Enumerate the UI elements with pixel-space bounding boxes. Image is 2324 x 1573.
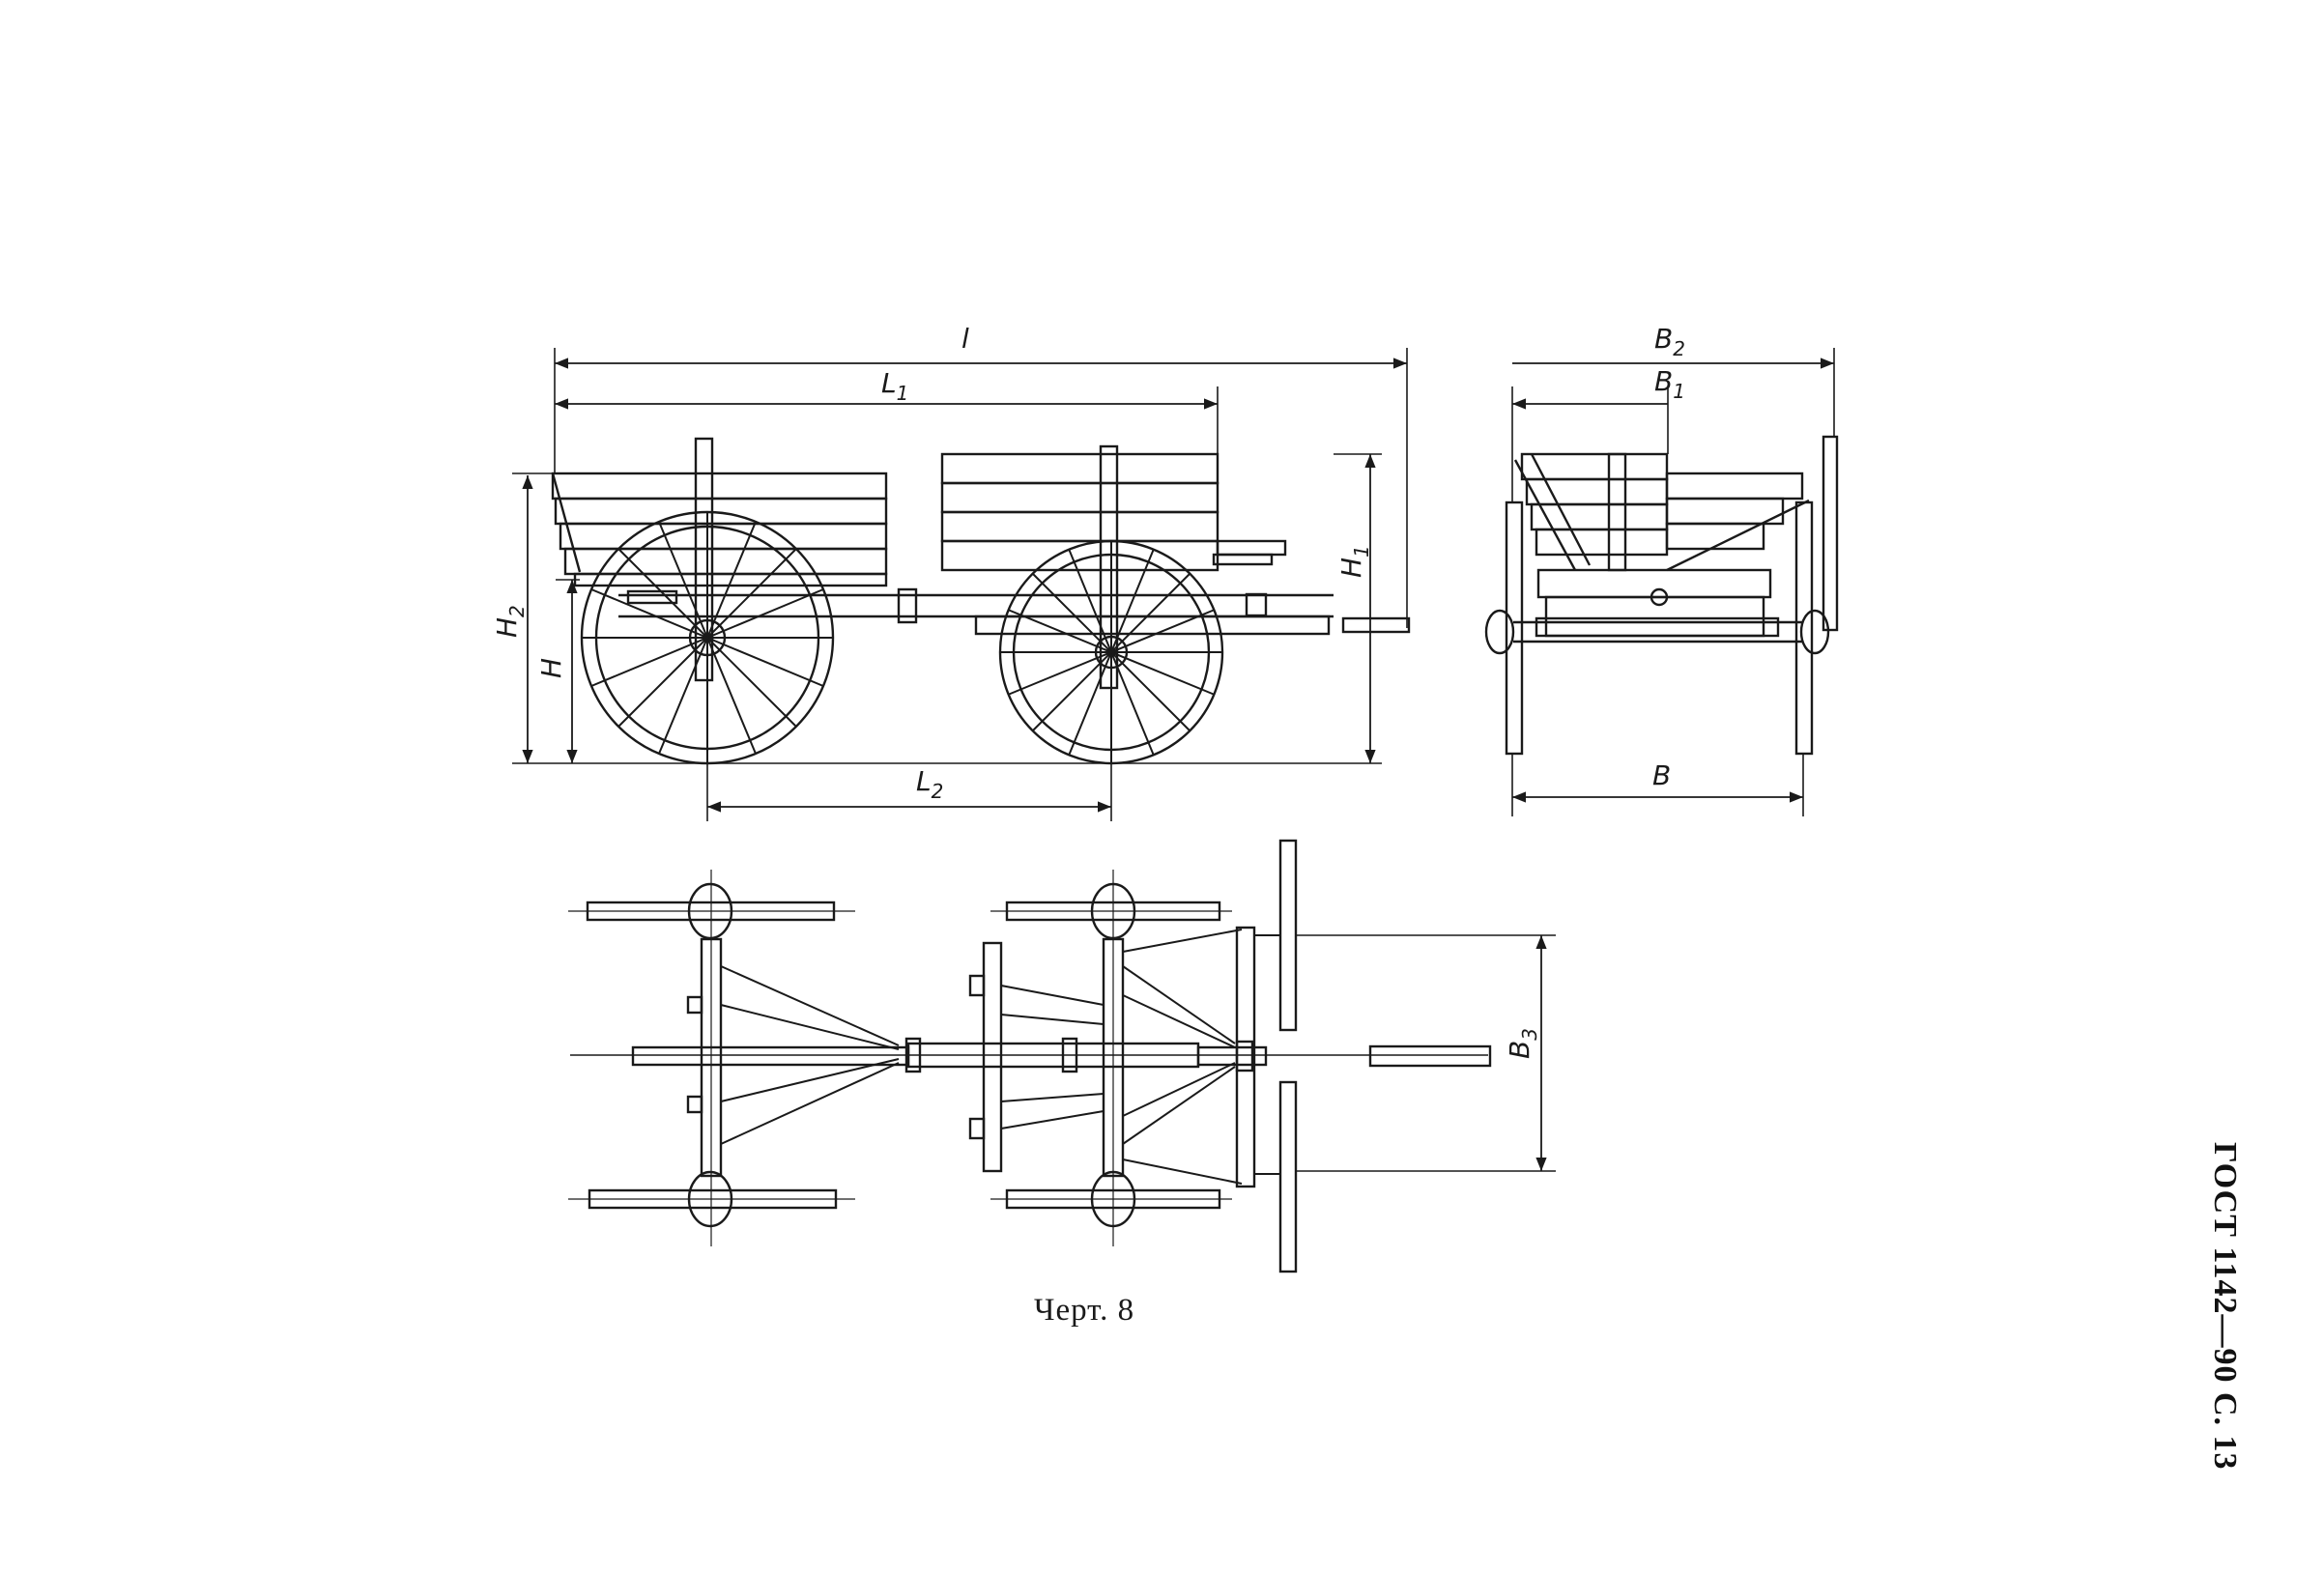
dimension-lines [522, 358, 1407, 813]
plan-view [568, 839, 1556, 1273]
front-box-boards [940, 452, 1287, 572]
label-B: B [1652, 759, 1671, 791]
plan-dim-B3 [1295, 934, 1556, 1172]
label-L1: L1 [881, 367, 908, 405]
dimension-labels: l L1 L2 H2 H H1 B2 B1 B B3 [491, 323, 1685, 1059]
label-H1: H1 [1335, 545, 1373, 578]
label-H: H [535, 658, 567, 678]
rear-stake [694, 437, 714, 682]
label-l: l [961, 323, 969, 355]
plan-rear-hounds [720, 965, 900, 1145]
figure-caption: Черт. 8 [1034, 1293, 1135, 1328]
label-B3: B3 [1504, 1028, 1541, 1059]
extension-lines [512, 348, 1408, 821]
end-view-dimension-lines [1512, 358, 1834, 803]
label-B1: B1 [1654, 365, 1685, 403]
rear-box-boards [551, 472, 888, 587]
label-H2: H2 [491, 605, 529, 638]
plan-drawbar [631, 1037, 1492, 1073]
end-view-box [1513, 452, 1810, 572]
plan-axles [686, 870, 1125, 1246]
end-view-extension-lines [1511, 348, 1835, 816]
end-view-wheels [1505, 435, 1839, 756]
plan-front-hounds [968, 941, 1236, 1173]
label-L2: L2 [916, 765, 943, 803]
front-wheel [998, 539, 1224, 765]
chassis-beam [618, 587, 1411, 636]
standard-number: ГОСТ 1142—90 С. 13 [2207, 1142, 2243, 1471]
page-header: ГОСТ 1142—90 С. 13 [2207, 1142, 2278, 1509]
front-stake [1099, 444, 1119, 690]
label-B2: B2 [1654, 323, 1685, 360]
side-view [512, 348, 1411, 821]
end-view [1484, 348, 1839, 816]
rear-wheel [580, 510, 835, 765]
end-view-axle [1484, 568, 1830, 655]
